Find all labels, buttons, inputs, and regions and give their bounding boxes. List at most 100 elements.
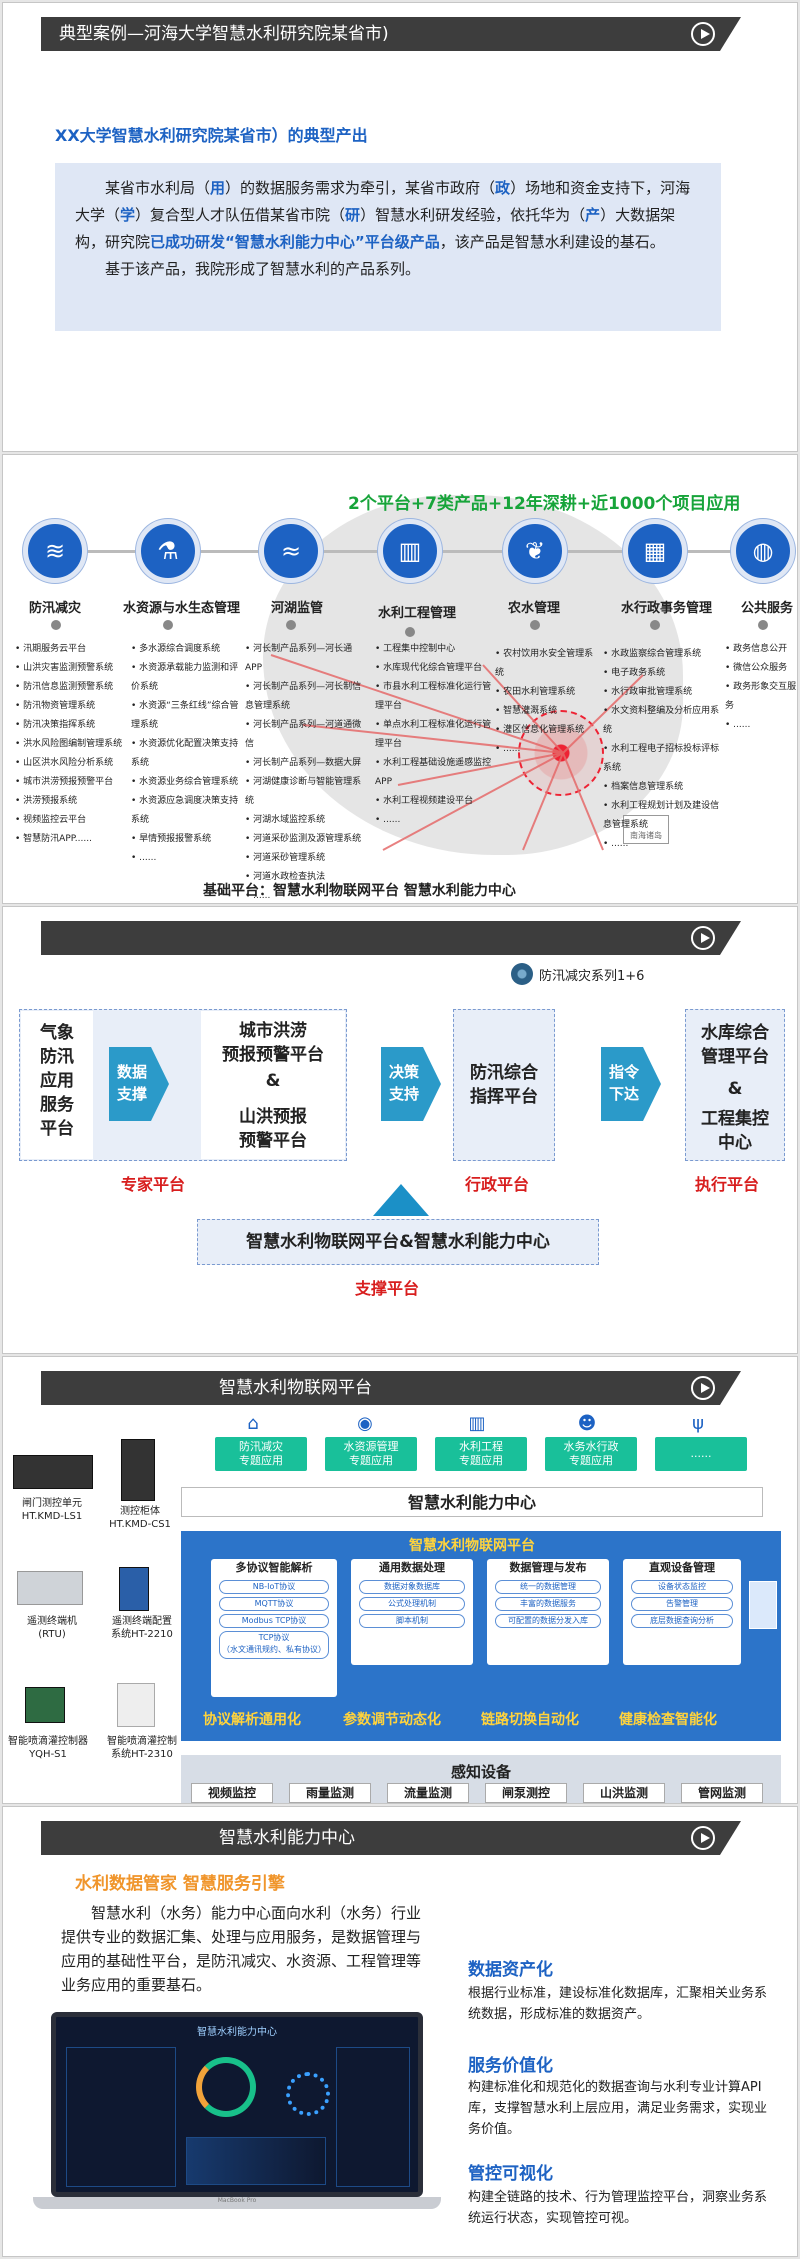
flood-icon[interactable]: ≋ [23, 519, 87, 583]
play-icon[interactable] [691, 22, 715, 46]
section-data-processing: 通用数据处理 数据对象数据库 公式处理机制 脚本机制 [351, 1559, 473, 1665]
ampersand: & [727, 1079, 743, 1099]
list-item: 智慧灌溉系统 [495, 702, 595, 721]
list-item: 河长制产品系列—河长通APP [245, 640, 365, 678]
laptop-brand: MacBook Pro [217, 2197, 257, 2204]
list-item: 电子政务系统 [603, 664, 721, 683]
list-item: 城市洪涝预报预警平台 [15, 773, 125, 792]
city-box [201, 1011, 345, 1159]
product-list-engineering: 工程集中控制中心水库现代化综合管理平台市县水利工程标准化运行管理平台单点水利工程… [375, 640, 495, 830]
headline: 水利数据管家 智慧服务引擎 [75, 1874, 285, 1894]
list-item: 水利工程规划计划及建设信息管理系统 [603, 797, 721, 835]
label-exec: 执行平台 [695, 1175, 760, 1194]
card-flood[interactable]: 防汛减灾 专题应用 [215, 1437, 307, 1471]
section-protocol: 多协议智能解析 NB-IoT协议 MQTT协议 Modbus TCP协议 TCP… [211, 1559, 337, 1697]
dashboard-panel [66, 2047, 176, 2187]
label-admin: 行政平台 [465, 1175, 530, 1194]
list-item: 工程集中控制中心 [375, 640, 495, 659]
card-engineering[interactable]: 水利工程 专题应用 [435, 1437, 527, 1471]
timeline-dot [163, 620, 173, 630]
leaf-icon[interactable]: ❦ [503, 519, 567, 583]
product-list-admin: 水政监察综合管理系统电子政务系统水行政审批管理系统水文资料整编及分析应用系统水利… [603, 645, 721, 854]
list-item: 旱情预报报警系统 [131, 830, 241, 849]
timeline-dot [758, 620, 768, 630]
list-item: ...... [245, 887, 365, 903]
device-rtu: 遥测终端机 (RTU) [27, 1616, 77, 1640]
list-item: 河湖水域监控系统 [245, 811, 365, 830]
text-data-asset: 根据行业标准，建设标准化数据库，汇聚相关业务系统数据，形成标准的数据资产。 [468, 1986, 768, 2022]
pill: 丰富的数据服务 [495, 1597, 601, 1611]
play-icon[interactable] [691, 926, 715, 950]
waves-icon[interactable]: ≈ [259, 519, 323, 583]
list-item: 河长制产品系列—数据大屏 [245, 754, 365, 773]
sense-pipe[interactable]: 管网监测 [681, 1783, 763, 1803]
slide-title: 智慧水利物联网平台 [219, 1378, 372, 1398]
card-water-resource[interactable]: 水资源管理 专题应用 [325, 1437, 417, 1471]
caption-health: 健康检查智能化 [619, 1712, 717, 1728]
sense-gate[interactable]: 闸泵测控 [485, 1783, 567, 1803]
card-water-admin[interactable]: 水务水行政 专题应用 [545, 1437, 637, 1471]
sense-flow[interactable]: 流量监测 [387, 1783, 469, 1803]
iot-platform-title: 智慧水利物联网平台 [409, 1538, 535, 1554]
list-item: 水资源承载能力监测和评价系统 [131, 659, 241, 697]
list-item: 水资源业务综合管理系统 [131, 773, 241, 792]
product-list-farm: 农村饮用水安全管理系统农田水利管理系统智慧灌溉系统灌区信息化管理系统...... [495, 645, 595, 759]
map-icon[interactable]: ▦ [623, 519, 687, 583]
sense-rain[interactable]: 雨量监测 [289, 1783, 371, 1803]
admin-panel [453, 1009, 555, 1161]
cabinet-image [121, 1439, 155, 1501]
card-more[interactable]: ...... [655, 1437, 747, 1471]
list-item: 防汛物资管理系统 [15, 697, 125, 716]
section-data-management: 数据管理与发布 统一的数据管理 丰富的数据服务 可配置的数据分发入库 [487, 1559, 609, 1665]
category-public: 公共服务 [741, 601, 794, 616]
list-item: 河湖健康诊断与智能管理系统 [245, 773, 365, 811]
play-icon[interactable] [691, 1376, 715, 1400]
list-item: 档案信息管理系统 [603, 778, 721, 797]
dam-icon[interactable]: ▥ [378, 519, 442, 583]
caption-link: 链路切换自动化 [481, 1712, 579, 1728]
sense-video[interactable]: 视频监控 [191, 1783, 273, 1803]
expert-title-box [21, 1011, 93, 1159]
list-item: 防汛信息监测预警系统 [15, 678, 125, 697]
label-support: 支撑平台 [355, 1279, 420, 1298]
slide-iot-platform: 智慧水利物联网平台 ⌂ ◉ ▥ ☻ ψ 防汛减灾 专题应用 水资源管理 专题应用… [2, 1356, 798, 1804]
thermometer-icon[interactable]: ⚗ [136, 519, 200, 583]
list-item: 灌区信息化管理系统 [495, 721, 595, 740]
list-item: 河长制产品系列—河长制信息管理系统 [245, 678, 365, 716]
list-item: 视频监控云平台 [15, 811, 125, 830]
intro-paragraph: 某省市水利局（用）的数据服务需求为牵引，某省市政府（政）场地和资金支持下，河海大… [75, 179, 691, 251]
list-item: ...... [495, 740, 595, 759]
flood-house-icon: ⌂ [247, 1413, 259, 1434]
intro-box: 某省市水利局（用）的数据服务需求为牵引，某省市政府（政）场地和资金支持下，河海大… [55, 163, 721, 331]
capability-center-bar: 智慧水利能力中心 [181, 1487, 763, 1517]
list-item: 政务形象交互服务 [725, 678, 797, 716]
dam-icon: ▥ [468, 1413, 486, 1434]
server-icon [749, 1581, 777, 1629]
sense-flash-flood[interactable]: 山洪监测 [583, 1783, 665, 1803]
heading-service-value: 服务价值化 [468, 2056, 553, 2076]
list-item: 河道采砂监测及源管理系统 [245, 830, 365, 849]
play-icon[interactable] [691, 1826, 715, 1850]
list-item: 水文资料整编及分析应用系统 [603, 702, 721, 740]
list-item: 汛期服务云平台 [15, 640, 125, 659]
category-admin: 水行政事务管理 [621, 601, 713, 616]
pill: 告警管理 [631, 1597, 733, 1611]
slide-header: 智慧水利物联网平台 [41, 1371, 741, 1405]
mountain-flood-platform: 山洪预报 预警平台 [239, 1107, 307, 1151]
pill: Modbus TCP协议 [219, 1614, 329, 1628]
support-platform-title: 智慧水利物联网平台&智慧水利能力中心 [246, 1232, 550, 1252]
summary-paragraph: 基于该产品，我院形成了智慧水利的产品系列。 [105, 260, 421, 278]
list-item: ...... [375, 811, 495, 830]
exec-panel [685, 1009, 785, 1161]
cloud-icon [511, 963, 533, 985]
support-panel [197, 1219, 599, 1265]
heading-data-asset: 数据资产化 [468, 1960, 553, 1980]
list-item: 水利工程电子招标投标评标系统 [603, 740, 721, 778]
globe-icon[interactable]: ◍ [731, 519, 795, 583]
device-cabinet: 测控柜体 HT.KMD-CS1 [109, 1506, 171, 1530]
pill: NB-IoT协议 [219, 1580, 329, 1594]
reservoir-platform: 水库综合 管理平台 [701, 1023, 769, 1067]
label-expert: 专家平台 [121, 1175, 186, 1194]
list-item: ...... [725, 716, 797, 735]
project-control-center: 工程集控 中心 [701, 1109, 769, 1153]
